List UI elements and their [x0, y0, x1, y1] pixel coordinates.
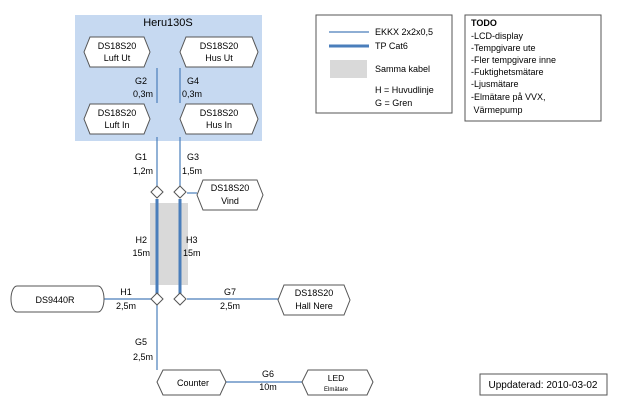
counter-device: Counter — [156, 369, 227, 396]
heru-unit-title: Heru130S — [143, 17, 193, 29]
legend-shared-label: Samma kabel — [375, 64, 430, 74]
label-g7-len: 2,5m — [220, 301, 240, 311]
thin-cable-lines — [98, 68, 302, 383]
label-g5-len: 2,5m — [133, 352, 153, 362]
label-g2: G2 — [135, 76, 147, 86]
sensor-hus-ut: DS18S20 Hus Ut — [179, 36, 259, 68]
todo-box: TODO -LCD-display -Tempgivare ute -Fler … — [464, 14, 602, 122]
todo-item: -LCD-display — [471, 31, 524, 41]
todo-item: -Fuktighetsmätare — [471, 67, 544, 77]
legend-abbrev-h: H = Huvudlinje — [375, 85, 434, 95]
svg-text:DS9440R: DS9440R — [35, 295, 75, 305]
svg-text:Luft In: Luft In — [104, 120, 129, 130]
svg-text:Hus In: Hus In — [206, 120, 232, 130]
svg-text:DS18S20: DS18S20 — [200, 108, 239, 118]
led-device: LED Elmätare — [301, 369, 374, 396]
svg-text:DS18S20: DS18S20 — [211, 183, 250, 193]
todo-title: TODO — [471, 18, 497, 28]
todo-item: -Ljusmätare — [471, 79, 519, 89]
legend-thick-label: TP Cat6 — [375, 41, 408, 51]
junction-g1 — [150, 185, 164, 199]
svg-text:DS18S20: DS18S20 — [200, 41, 239, 51]
legend-thin-label: EKKX 2x2x0,5 — [375, 27, 433, 37]
label-g1: G1 — [135, 152, 147, 162]
label-h2: H2 — [135, 235, 147, 245]
todo-item: -Tempgivare ute — [471, 43, 536, 53]
label-g5: G5 — [135, 337, 147, 347]
label-g4: G4 — [187, 76, 199, 86]
legend-shared-swatch — [330, 60, 367, 78]
todo-item: Värmepump — [471, 105, 523, 115]
label-h2-len: 15m — [132, 248, 150, 258]
label-g3-len: 1,5m — [182, 166, 202, 176]
label-h1-len: 2,5m — [116, 301, 136, 311]
junctions — [150, 185, 187, 306]
label-g4-len: 0,3m — [182, 89, 202, 99]
svg-text:Hus Ut: Hus Ut — [205, 53, 233, 63]
label-g3: G3 — [187, 152, 199, 162]
label-g2-len: 0,3m — [133, 89, 153, 99]
legend-abbrev-g: G = Gren — [375, 98, 412, 108]
sensor-hus-in: DS18S20 Hus In — [179, 103, 259, 135]
svg-text:DS18S20: DS18S20 — [295, 288, 334, 298]
label-g7: G7 — [224, 287, 236, 297]
label-g6-len: 10m — [259, 382, 277, 392]
sensor-vind: DS18S20 Vind — [196, 179, 264, 211]
junction-g3 — [173, 185, 187, 199]
label-h3: H3 — [186, 235, 198, 245]
thick-cable-lines — [155, 199, 182, 294]
svg-text:Counter: Counter — [177, 378, 209, 388]
svg-text:DS18S20: DS18S20 — [98, 41, 137, 51]
todo-item: -Fler tempgivare inne — [471, 55, 556, 65]
sensor-luft-in: DS18S20 Luft In — [83, 103, 151, 135]
svg-text:Vind: Vind — [221, 196, 239, 206]
label-g6: G6 — [262, 369, 274, 379]
sensor-hall-nere: DS18S20 Hall Nere — [277, 284, 351, 316]
label-h1: H1 — [120, 287, 132, 297]
svg-text:DS18S20: DS18S20 — [98, 108, 137, 118]
svg-text:Luft Ut: Luft Ut — [104, 53, 131, 63]
updated-box: Uppdaterad: 2010-03-02 — [479, 373, 608, 396]
updated-label: Uppdaterad: 2010-03-02 — [489, 380, 598, 391]
master-ds9440r: DS9440R — [10, 285, 105, 313]
svg-text:Hall Nere: Hall Nere — [295, 301, 333, 311]
junction-h1 — [150, 292, 164, 306]
svg-text:LED: LED — [328, 373, 345, 383]
label-g1-len: 1,2m — [133, 166, 153, 176]
sensor-luft-ut: DS18S20 Luft Ut — [83, 36, 151, 68]
label-h3-len: 15m — [183, 248, 201, 258]
svg-text:Elmätare: Elmätare — [324, 387, 349, 393]
junction-g7 — [173, 292, 187, 306]
todo-item: -Elmätare på VVX, — [471, 92, 546, 102]
legend: EKKX 2x2x0,5 TP Cat6 Samma kabel H = Huv… — [315, 14, 453, 114]
